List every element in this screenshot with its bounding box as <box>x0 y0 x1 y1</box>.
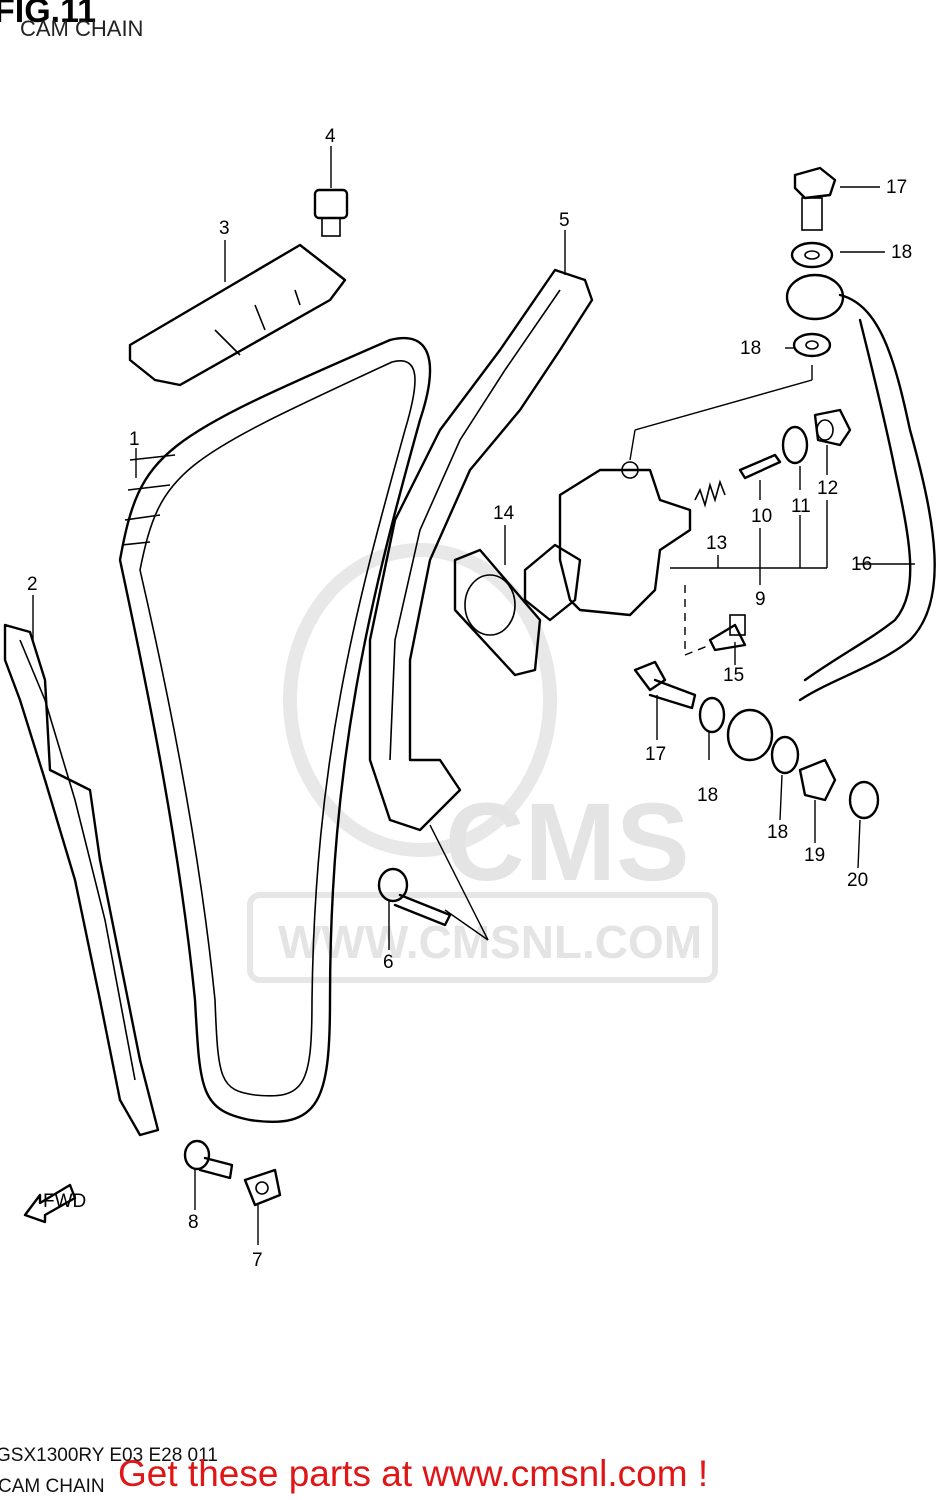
cap-bolt-icon-12 <box>813 408 852 447</box>
callout-3: 3 <box>219 218 230 239</box>
callout-17b: 17 <box>645 744 666 765</box>
washer-icon-18c <box>698 696 726 734</box>
section-name: CAM CHAIN <box>0 1476 105 1497</box>
callout-11: 11 <box>791 496 811 517</box>
gasket-icon <box>453 548 542 677</box>
watermark-box <box>247 892 718 983</box>
callout-10: 10 <box>751 506 772 527</box>
callout-18d: 18 <box>767 822 788 843</box>
callout-19: 19 <box>804 845 825 866</box>
callout-9: 9 <box>755 589 766 610</box>
washer-icon-18d <box>770 735 800 775</box>
leader-lines <box>32 146 915 1245</box>
spring-rod-icon <box>694 453 782 508</box>
watermark: CMS WWW.CMSNL.COM <box>247 543 718 983</box>
bolt-icon-15 <box>708 614 747 652</box>
figure-number: FIG.11 <box>0 0 97 30</box>
bolt-icon <box>313 188 349 237</box>
promo-link[interactable]: Get these parts at www.cmsnl.com ! <box>118 1453 709 1494</box>
fwd-arrow-icon: FWD <box>23 1183 86 1224</box>
figure-title: CAM CHAIN <box>20 16 144 41</box>
washer-icon-18a <box>790 241 834 269</box>
watermark-logo: CMS <box>445 781 689 904</box>
watermark-url: WWW.CMSNL.COM <box>278 916 702 968</box>
callout-20: 20 <box>847 870 868 891</box>
callout-18c: 18 <box>697 785 718 806</box>
callout-5: 5 <box>559 210 570 231</box>
watermark-mascot-icon <box>283 543 557 857</box>
callout-15: 15 <box>723 665 744 686</box>
bolt-icon-19 <box>798 758 837 802</box>
callout-14: 14 <box>493 503 515 524</box>
callout-6: 6 <box>383 952 394 973</box>
oil-hose-icon <box>726 273 936 762</box>
chain-guide-icon <box>3 623 160 1137</box>
callout-12: 12 <box>817 478 838 499</box>
chain-guide-top-icon <box>128 243 347 387</box>
callout-13: 13 <box>706 533 727 554</box>
model-code: GSX1300RY E03 E28 011 <box>0 1445 218 1466</box>
callout-7: 7 <box>252 1250 263 1271</box>
washer-icon-18b <box>792 332 832 358</box>
callout-4: 4 <box>325 126 336 147</box>
washer-icon-7 <box>243 1168 282 1207</box>
parts-diagram: CMS WWW.CMSNL.COM <box>3 126 936 1271</box>
tensioner-icon <box>523 461 692 622</box>
bolt-icon-17a <box>793 166 837 231</box>
callout-8: 8 <box>188 1212 199 1233</box>
callout-labels: 1 2 3 4 5 6 7 8 9 10 11 12 13 14 15 16 1… <box>27 126 912 1271</box>
tensioner-guide-icon <box>368 268 594 832</box>
bolt-icon-8 <box>183 1139 234 1180</box>
callout-16: 16 <box>851 554 872 575</box>
fwd-label: FWD <box>43 1191 86 1212</box>
bolt-icon-6 <box>377 867 452 927</box>
callout-18a: 18 <box>891 242 912 263</box>
washer-icon-11 <box>781 425 809 465</box>
callout-17a: 17 <box>886 177 907 198</box>
callout-18b: 18 <box>740 338 761 359</box>
bolt-icon-17b <box>633 660 697 710</box>
callout-2: 2 <box>27 574 38 595</box>
washer-icon-20 <box>848 780 880 820</box>
callout-1: 1 <box>129 429 140 450</box>
cam-chain-icon <box>118 337 432 1123</box>
